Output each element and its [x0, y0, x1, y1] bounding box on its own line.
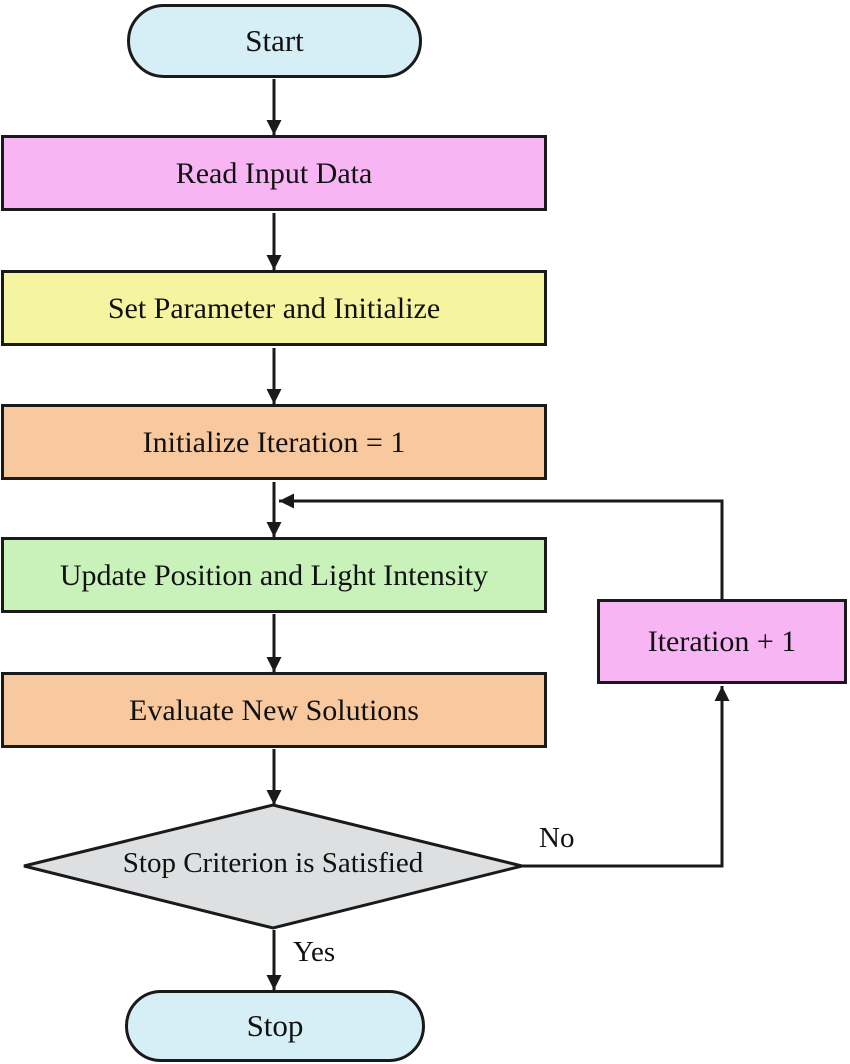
node-evaluate-solutions: Evaluate New Solutions — [1, 672, 547, 748]
node-evaluate-solutions-label: Evaluate New Solutions — [129, 693, 419, 727]
node-update-position: Update Position and Light Intensity — [1, 537, 547, 613]
node-iteration-plus-1-label: Iteration + 1 — [647, 625, 797, 658]
node-set-parameter: Set Parameter and Initialize — [1, 270, 547, 346]
node-iteration-plus-1: Iteration + 1 — [597, 599, 847, 684]
edge-label-no: No — [539, 822, 575, 854]
node-start-label: Start — [245, 22, 304, 58]
node-read-input-data-label: Read Input Data — [175, 156, 373, 190]
node-read-input-data: Read Input Data — [1, 135, 547, 211]
node-stop: Stop — [125, 990, 425, 1062]
node-decision-label: Stop Criterion is Satisfied — [122, 847, 424, 879]
arrow-iteration-feedback — [279, 493, 724, 600]
node-start: Start — [127, 4, 422, 78]
node-set-parameter-label: Set Parameter and Initialize — [107, 291, 441, 325]
node-initialize-iteration-label: Initialize Iteration = 1 — [142, 425, 406, 459]
decision-diamond-shape — [23, 803, 523, 930]
node-initialize-iteration: Initialize Iteration = 1 — [1, 404, 547, 480]
node-stop-label: Stop — [246, 1007, 304, 1043]
arrow-decision-to-iteration-no — [522, 686, 730, 868]
edge-label-yes: Yes — [293, 936, 336, 968]
node-update-position-label: Update Position and Light Intensity — [59, 558, 489, 592]
